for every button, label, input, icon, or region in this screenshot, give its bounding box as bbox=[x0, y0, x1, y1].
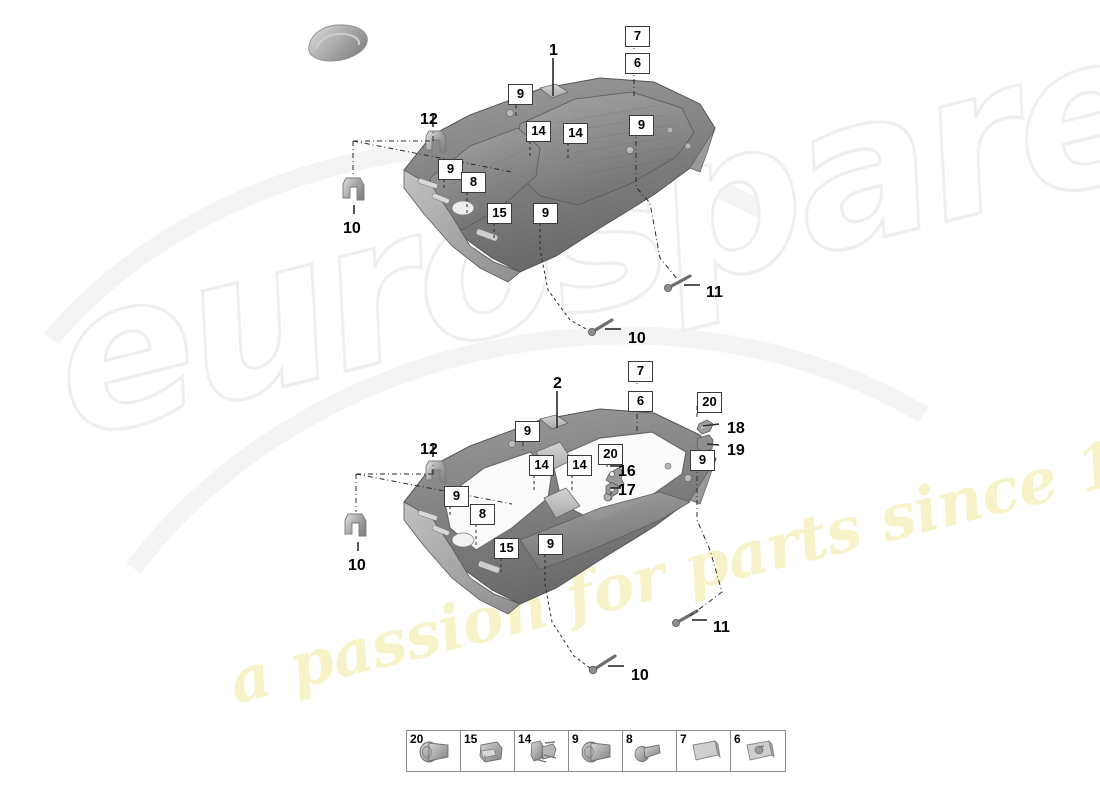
callout-label-10[interactable]: 10 bbox=[628, 330, 646, 347]
legend-cell-8[interactable]: 8 bbox=[623, 731, 677, 771]
push-rivet-icon bbox=[634, 744, 661, 762]
fastener-legend: 20 15 14 9 8 7 6 bbox=[406, 730, 786, 772]
callout-label-20[interactable]: 20 bbox=[697, 392, 722, 413]
legend-cell-14[interactable]: 14 bbox=[515, 731, 569, 771]
callout-label-6[interactable]: 6 bbox=[628, 391, 653, 412]
legend-cell-9[interactable]: 9 bbox=[569, 731, 623, 771]
callout-label-9[interactable]: 9 bbox=[515, 421, 540, 442]
callout-label-14[interactable]: 14 bbox=[567, 455, 592, 476]
leader-lines-lower bbox=[355, 375, 723, 669]
callout-label-15[interactable]: 15 bbox=[487, 203, 512, 224]
legend-number-6: 6 bbox=[734, 732, 741, 746]
callout-label-18[interactable]: 18 bbox=[727, 420, 745, 437]
callout-label-17[interactable]: 17 bbox=[618, 482, 636, 499]
legend-number-7: 7 bbox=[680, 732, 687, 746]
callout-label-14[interactable]: 14 bbox=[529, 455, 554, 476]
callout-label-9[interactable]: 9 bbox=[438, 159, 463, 180]
callout-label-2[interactable]: 2 bbox=[553, 375, 562, 392]
legend-number-9: 9 bbox=[572, 732, 579, 746]
legend-cell-6[interactable]: 6 bbox=[731, 731, 785, 771]
screw-part-11-upper bbox=[664, 274, 692, 292]
callout-label-9[interactable]: 9 bbox=[508, 84, 533, 105]
legend-number-14: 14 bbox=[518, 732, 532, 746]
grab-handle-bracket-12-lower bbox=[425, 460, 447, 483]
grab-handle-bracket-10-upper bbox=[342, 177, 365, 201]
callout-label-10[interactable]: 10 bbox=[343, 220, 361, 237]
grab-handle-bracket-12-upper bbox=[425, 130, 447, 153]
spring-clip-bracket-icon bbox=[530, 740, 557, 763]
callout-label-9[interactable]: 9 bbox=[533, 203, 558, 224]
callout-label-7[interactable]: 7 bbox=[628, 361, 653, 382]
callout-label-7[interactable]: 7 bbox=[625, 26, 650, 47]
roof-grip-handle-part bbox=[308, 24, 368, 62]
legend-number-8: 8 bbox=[626, 732, 633, 746]
screw-part-10-upper bbox=[588, 318, 614, 336]
callout-label-11[interactable]: 11 bbox=[713, 619, 730, 636]
legend-cell-20[interactable]: 20 bbox=[407, 731, 461, 771]
legend-cell-7[interactable]: 7 bbox=[677, 731, 731, 771]
legend-number-20: 20 bbox=[410, 732, 424, 746]
callout-label-6[interactable]: 6 bbox=[625, 53, 650, 74]
watermark-swoosh-lower bbox=[0, 232, 1100, 800]
callout-label-8[interactable]: 8 bbox=[470, 504, 495, 525]
callout-label-19[interactable]: 19 bbox=[727, 442, 745, 459]
callout-label-12[interactable]: 12 bbox=[420, 111, 438, 128]
watermark-swoosh-upper bbox=[0, 65, 1023, 800]
callout-label-20[interactable]: 20 bbox=[598, 444, 623, 465]
grab-handle-bracket-10-lower bbox=[344, 513, 367, 537]
lower-headliner-assembly bbox=[403, 408, 717, 615]
callout-label-11[interactable]: 11 bbox=[706, 284, 723, 301]
callout-label-10[interactable]: 10 bbox=[631, 667, 649, 684]
callout-label-9[interactable]: 9 bbox=[538, 534, 563, 555]
callout-label-9[interactable]: 9 bbox=[444, 486, 469, 507]
callout-label-10[interactable]: 10 bbox=[348, 557, 366, 574]
cover-plate-with-knob-icon bbox=[746, 739, 775, 761]
upper-headliner-assembly bbox=[403, 77, 716, 283]
callout-label-1[interactable]: 1 bbox=[549, 42, 558, 59]
callout-label-14[interactable]: 14 bbox=[563, 123, 588, 144]
callout-label-12[interactable]: 12 bbox=[420, 441, 438, 458]
callout-label-15[interactable]: 15 bbox=[494, 538, 519, 559]
pan-head-screw-icon bbox=[419, 741, 449, 763]
legend-cell-15[interactable]: 15 bbox=[461, 731, 515, 771]
callout-label-9[interactable]: 9 bbox=[690, 450, 715, 471]
callout-label-8[interactable]: 8 bbox=[461, 172, 486, 193]
callout-label-9[interactable]: 9 bbox=[629, 115, 654, 136]
screw-part-10-lower bbox=[588, 654, 617, 675]
callout-label-14[interactable]: 14 bbox=[526, 121, 551, 142]
screw-part-11-lower bbox=[672, 609, 699, 628]
trim-clip-icon bbox=[479, 741, 503, 763]
callout-label-16[interactable]: 16 bbox=[618, 463, 636, 480]
clip-part-18 bbox=[696, 419, 714, 435]
nut-part-17 bbox=[605, 482, 619, 497]
pan-head-screw-icon bbox=[581, 741, 611, 763]
plain-cover-plate-icon bbox=[692, 739, 721, 761]
legend-number-15: 15 bbox=[464, 732, 478, 746]
